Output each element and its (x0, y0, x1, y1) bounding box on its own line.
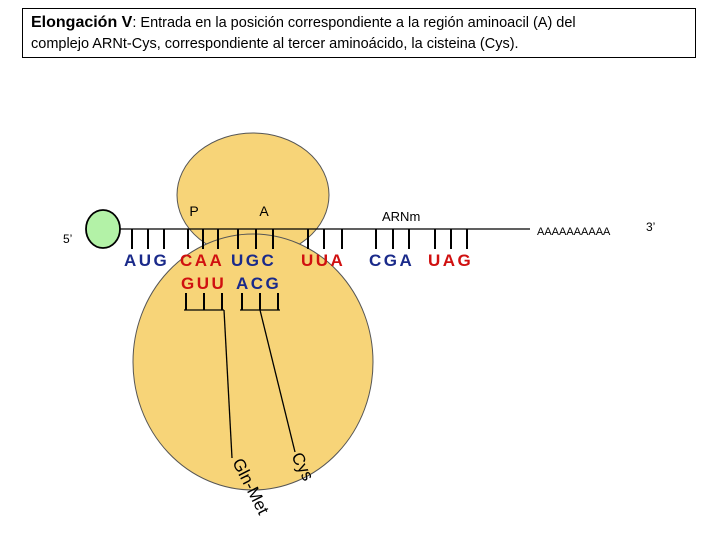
mrna-base-ticks (131, 229, 468, 249)
poly-a-tail: AAAAAAAAAA (537, 226, 611, 238)
mrna-label: ARNm (382, 209, 420, 224)
site-p-label: P (189, 203, 198, 219)
five-prime-label: 5’ (63, 232, 72, 246)
site-a-label: A (259, 203, 269, 219)
title-rest: : Entrada en la posición correspondiente… (132, 15, 576, 31)
mrna-codon-6: UAG (428, 251, 473, 270)
title-line-2: complejo ARNt-Cys, correspondiente al te… (31, 36, 519, 52)
five-prime-cap (85, 209, 121, 249)
anticodon-2: ACG (236, 274, 281, 293)
mrna-codon-2: CAA (180, 251, 224, 270)
mrna-codon-5: CGA (369, 251, 414, 270)
trna-a-site (240, 309, 296, 453)
mrna-codon-1: AUG (124, 251, 169, 270)
trna-p-site (184, 309, 233, 459)
three-prime-label: 3’ (646, 220, 655, 234)
title-box: Elongación V: Entrada en la posición cor… (22, 8, 696, 58)
anticodon-1: GUU (181, 274, 226, 293)
anticodon-ticks (185, 293, 279, 310)
ribosome-large-subunit (132, 233, 374, 491)
mrna-codon-3: UGC (231, 251, 276, 270)
title-bold: Elongación V (31, 14, 133, 31)
mrna-codon-4: UUA (301, 251, 345, 270)
